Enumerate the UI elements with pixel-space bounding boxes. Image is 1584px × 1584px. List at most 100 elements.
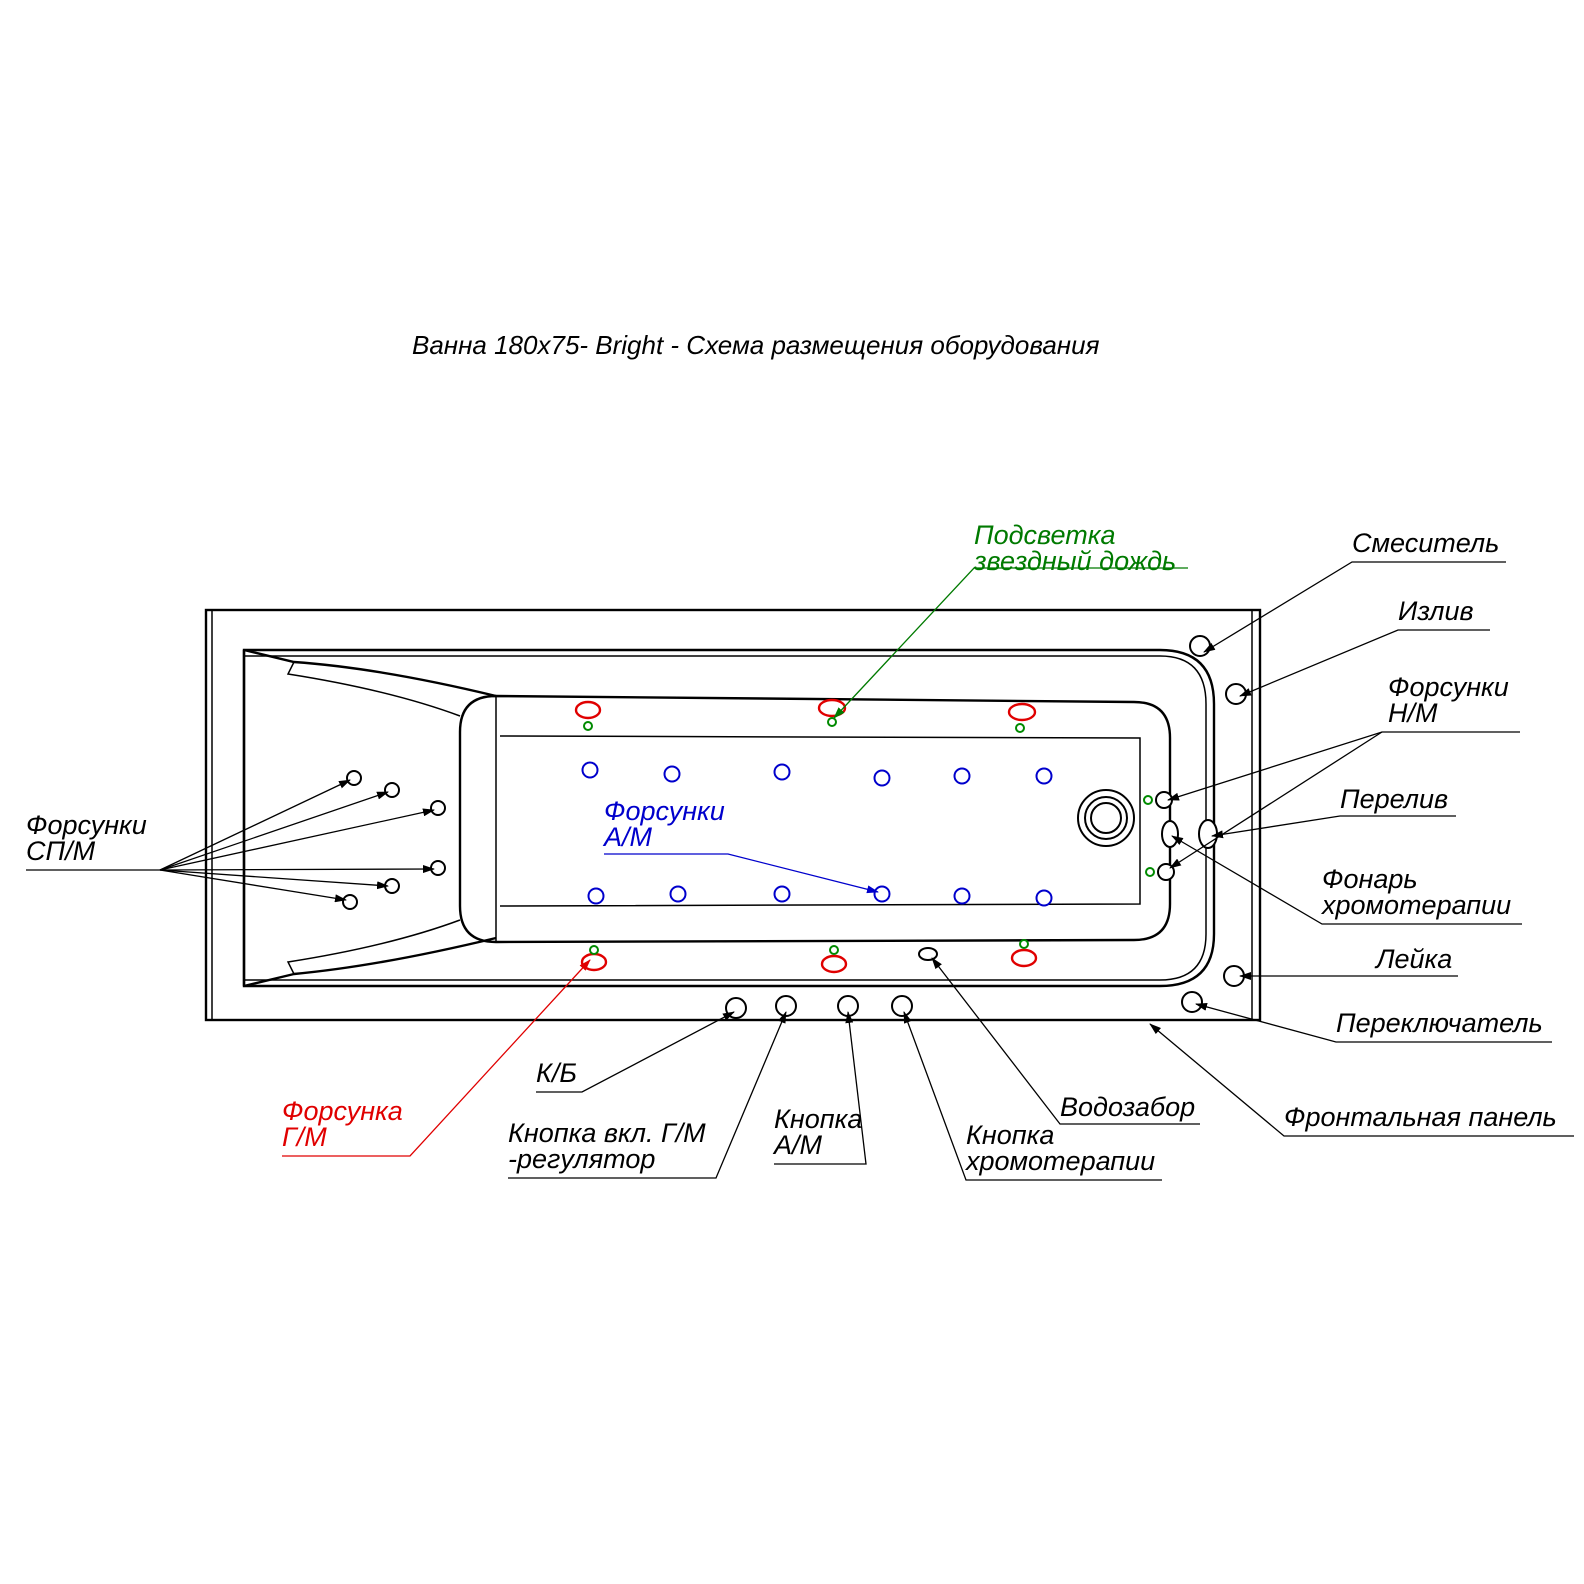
backrest-bottom-line-2 [286, 919, 461, 975]
light-dot [1015, 723, 1025, 733]
am-jet [773, 763, 791, 781]
label-am-jets-line1: Форсунки [604, 796, 725, 826]
am-jet [581, 761, 599, 779]
tub-basin-edge [242, 648, 1216, 988]
am-jet [1035, 767, 1053, 785]
gm-jet [820, 954, 848, 974]
gm-jet [574, 700, 602, 720]
am-jet [953, 767, 971, 785]
label-gm-jet-line2: Г/М [282, 1122, 327, 1152]
am-jets-group [581, 761, 1053, 907]
light-dot [827, 717, 837, 727]
leader-gm-button [508, 1011, 787, 1179]
label-mixer: Смеситель [1352, 528, 1499, 558]
leader-overflow [1211, 815, 1456, 839]
label-chromo-button-line1: Кнопка [966, 1120, 1054, 1150]
label-front-panel: Фронтальная панель [1284, 1102, 1557, 1132]
gm-jet [580, 952, 608, 972]
chromo-button-hole [891, 995, 913, 1017]
label-water-intake: Водозабор [1060, 1092, 1195, 1122]
leader-sp-1 [159, 779, 351, 871]
page-title: Ванна 180х75- Bright - Схема размещения … [412, 330, 1100, 360]
light-dot [829, 945, 839, 955]
am-jet [1035, 889, 1053, 907]
leader-sp-3 [159, 808, 435, 871]
label-nm-jets-line1: Форсунки [1388, 672, 1509, 702]
light-dot [1145, 867, 1155, 877]
leader-am-jets [604, 853, 879, 894]
spout-hole [1225, 683, 1247, 705]
leader-gm-jet [282, 959, 591, 1157]
water-intake-hole [918, 947, 938, 961]
drain-inner [1090, 802, 1122, 834]
leader-chromo-lamp [1171, 835, 1522, 925]
leader-sp-5 [159, 869, 389, 890]
label-nm-jets-line2: Н/М [1388, 698, 1438, 728]
label-kb: К/Б [536, 1058, 577, 1088]
backrest-top-line [243, 648, 497, 698]
label-chromo-lamp-line2: хромотерапии [1320, 890, 1511, 920]
am-jet [773, 885, 791, 903]
label-lighting-line2: звездный дождь [973, 546, 1176, 576]
tub-basin-inner-edge [244, 655, 1207, 981]
light-dot [589, 945, 599, 955]
gm-jet [1007, 702, 1037, 722]
leader-spout [1239, 629, 1490, 697]
label-lighting-line1: Подсветка [974, 520, 1115, 550]
leader-lines [26, 561, 1574, 1181]
leader-lighting [833, 567, 1188, 719]
label-gm-jet-line1: Форсунка [282, 1096, 403, 1126]
leader-water-intake [931, 957, 1200, 1125]
light-dot [583, 721, 593, 731]
gm-jet [817, 698, 847, 718]
label-am-button-line1: Кнопка [774, 1104, 862, 1134]
tub-floor [458, 694, 1172, 944]
gm-jet [1010, 948, 1038, 968]
lighting-group [583, 717, 1155, 955]
label-sp-jets-line2: СП/М [26, 836, 96, 866]
label-spout: Излив [1398, 596, 1474, 626]
floor-inner-edge [499, 735, 1141, 907]
backrest-bottom-line [243, 936, 497, 988]
leader-sp-2 [159, 791, 389, 871]
labels: Подсветка звездный дождь Смеситель Излив… [26, 520, 1557, 1176]
sp-jet-3 [430, 800, 446, 816]
light-dot [1019, 939, 1029, 949]
sp-jet-2 [384, 782, 400, 798]
bathtub-outline [204, 608, 1262, 1022]
label-shower: Лейка [1374, 944, 1452, 974]
label-switch: Переключатель [1336, 1008, 1543, 1038]
leader-sp-6 [159, 869, 347, 903]
leader-front-panel [1149, 1023, 1574, 1137]
label-chromo-button-line2: хромотерапии [964, 1146, 1155, 1176]
sp-jet-1 [346, 770, 362, 786]
label-overflow: Перелив [1340, 784, 1448, 814]
label-gm-button-line2: -регулятор [508, 1144, 655, 1174]
leader-kb [536, 1011, 735, 1093]
chromo-lamp-hole [1161, 820, 1179, 848]
label-gm-button-line1: Кнопка вкл. Г/М [508, 1118, 706, 1148]
am-jet [587, 887, 605, 905]
label-am-button-line2: А/М [772, 1130, 823, 1160]
sp-jet-6 [342, 894, 358, 910]
light-dot [1143, 795, 1153, 805]
am-jet [669, 885, 687, 903]
backrest-top-line-2 [286, 661, 461, 717]
label-sp-jets-line1: Форсунки [26, 810, 147, 840]
leader-sp-4 [159, 865, 435, 874]
leader-switch [1195, 1003, 1552, 1043]
mixer-hole [1189, 635, 1211, 657]
am-jet [953, 887, 971, 905]
am-jet [873, 885, 891, 903]
leader-nm-jet-lower [1169, 731, 1383, 869]
leader-chromo-button [903, 1011, 1162, 1181]
am-jet [663, 765, 681, 783]
leader-mixer [1203, 561, 1506, 653]
am-jet [873, 769, 891, 787]
sp-jet-4 [430, 860, 446, 876]
switch-hole [1181, 991, 1203, 1013]
label-am-jets-line2: А/М [602, 822, 653, 852]
label-chromo-lamp-line1: Фонарь [1322, 864, 1418, 894]
leader-am-button [774, 1011, 867, 1165]
